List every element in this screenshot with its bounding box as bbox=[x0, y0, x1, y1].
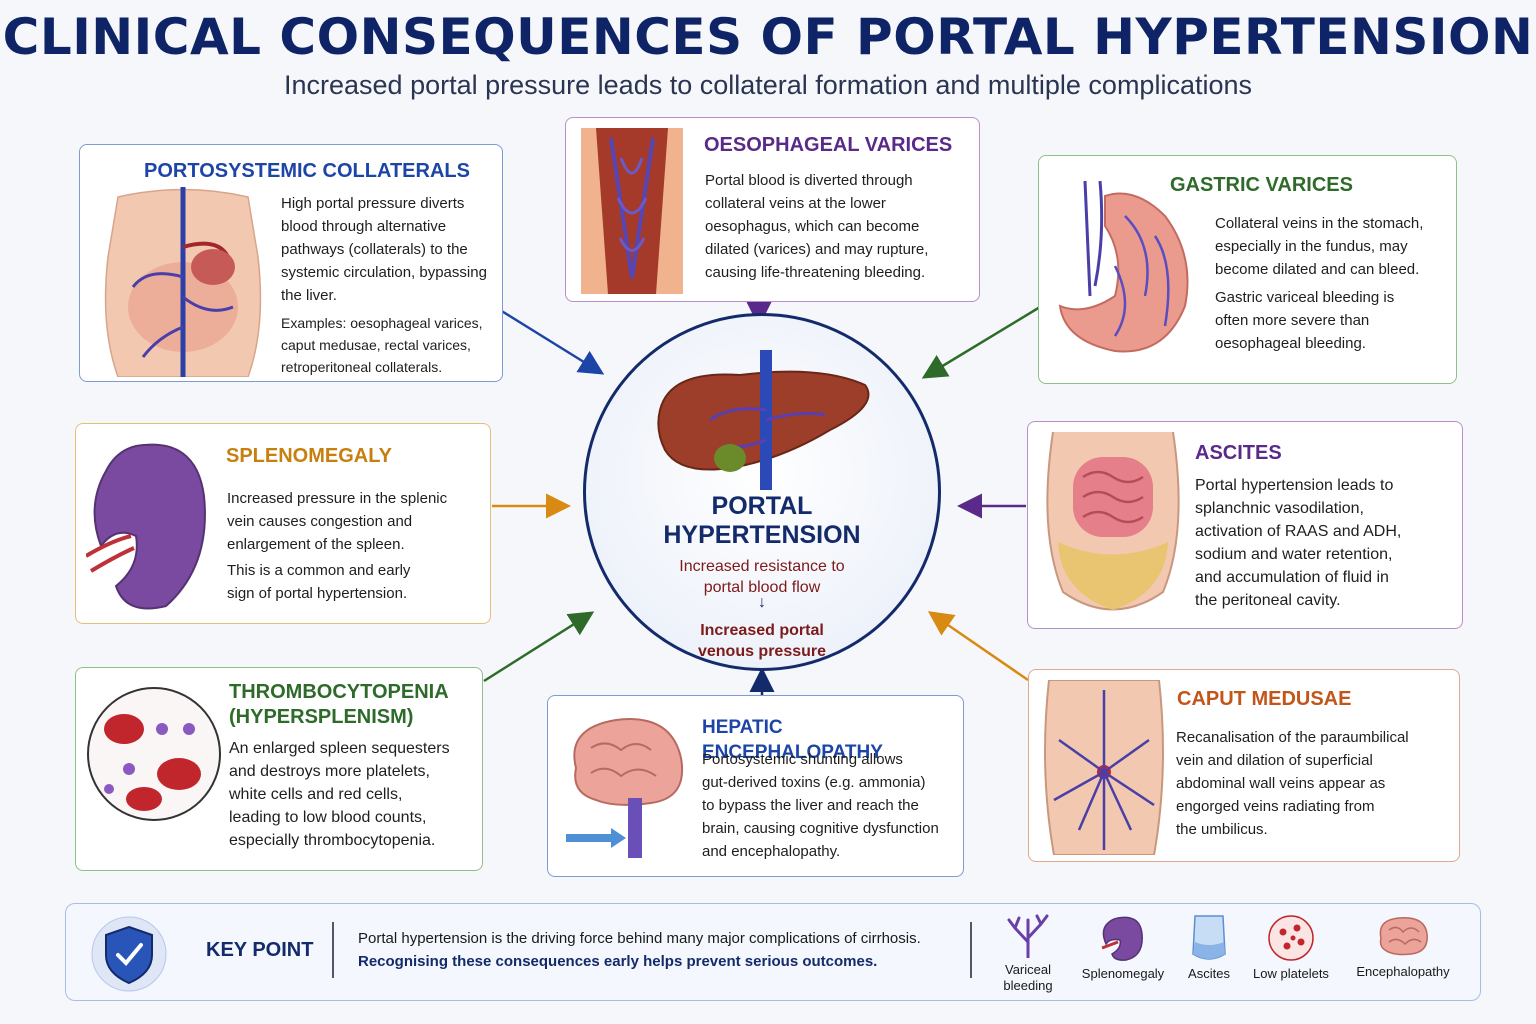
card-splenomegaly: SPLENOMEGALY Increased pressure in the s… bbox=[75, 423, 491, 624]
ascites-abdomen-illustration bbox=[1046, 432, 1180, 611]
card-body: Increased pressure in the splenic vein c… bbox=[227, 490, 448, 553]
card-heading: OESOPHAGEAL VARICES bbox=[704, 134, 953, 156]
card-body: An enlarged spleen sequesters and destro… bbox=[229, 740, 450, 849]
page-title: CLINICAL CONSEQUENCES OF PORTAL HYPERTEN… bbox=[2, 8, 1534, 66]
card-examples: Examples: oesophageal varices, caput med… bbox=[281, 315, 483, 375]
card-heading: ASCITES bbox=[1195, 442, 1282, 464]
arrow-thrombo bbox=[483, 611, 595, 683]
card-ascites: ASCITES Portal hypertension leads to spl… bbox=[1027, 421, 1463, 629]
divider bbox=[332, 922, 334, 978]
card-heading: HEPATIC ENCEPHALOPATHY bbox=[702, 717, 883, 763]
torso-collaterals-illustration bbox=[104, 187, 262, 377]
spleen-icon bbox=[1101, 916, 1143, 961]
key-icon-ascites: Ascites bbox=[1176, 914, 1242, 982]
card-oesophageal-varices: OESOPHAGEAL VARICES Portal blood is dive… bbox=[565, 117, 980, 302]
key-icon-encephalopathy: Encephalopathy bbox=[1344, 914, 1462, 980]
card-body: High portal pressure diverts blood throu… bbox=[281, 195, 487, 304]
card-heading: SPLENOMEGALY bbox=[226, 445, 392, 467]
key-icon-low-platelets: Low platelets bbox=[1246, 914, 1336, 982]
card-body: Collateral veins in the stomach, especia… bbox=[1215, 215, 1424, 278]
card-body: Portosystemic shunting allows gut-derive… bbox=[702, 751, 939, 860]
key-point-text: Portal hypertension is the driving force… bbox=[358, 930, 921, 947]
key-point-emphasis: Recognising these consequences early hel… bbox=[358, 953, 878, 970]
liver-illustration bbox=[657, 350, 870, 490]
card-hepatic-encephalopathy: HEPATIC ENCEPHALOPATHY Portosystemic shu… bbox=[547, 695, 964, 877]
card-caput-medusae: CAPUT MEDUSAE Recanalisation of the para… bbox=[1028, 669, 1460, 862]
platelets-icon bbox=[1268, 915, 1314, 961]
varices-icon bbox=[1007, 914, 1049, 958]
brain-illustration bbox=[566, 718, 684, 858]
umbilical-veins-illustration bbox=[1044, 680, 1164, 855]
card-body-secondary: This is a common and early sign of porta… bbox=[227, 562, 411, 602]
card-heading: CAPUT MEDUSAE bbox=[1177, 688, 1352, 710]
arrow-caput bbox=[927, 611, 1029, 682]
portal-hypertension-hub: PORTAL HYPERTENSION Increased resistance… bbox=[583, 313, 941, 671]
card-body-secondary: Gastric variceal bleeding is often more … bbox=[1215, 289, 1395, 352]
arrow-gastric bbox=[921, 305, 1041, 379]
card-heading: GASTRIC VARICES bbox=[1170, 174, 1353, 196]
card-gastric-varices: GASTRIC VARICES Collateral veins in the … bbox=[1038, 155, 1457, 384]
ascites-icon bbox=[1192, 915, 1226, 960]
page-subtitle: Increased portal pressure leads to colla… bbox=[284, 70, 1252, 100]
card-heading: THROMBOCYTOPENIA (HYPERSPLENISM) bbox=[229, 681, 449, 728]
stomach-varices-illustration bbox=[1058, 180, 1189, 353]
arrow-collaterals bbox=[499, 308, 605, 375]
key-icon-variceal-bleeding: Variceal bleeding bbox=[988, 914, 1068, 994]
key-point-label: KEY POINT bbox=[206, 939, 314, 961]
card-heading: PORTOSYSTEMIC COLLATERALS bbox=[144, 160, 470, 182]
oesophagus-varices-illustration bbox=[581, 128, 683, 294]
hub-title: PORTAL HYPERTENSION bbox=[663, 492, 861, 549]
hub-effect: Increased portal venous pressure bbox=[697, 622, 827, 660]
spleen-illustration bbox=[86, 443, 206, 610]
shield-check-icon bbox=[91, 916, 167, 992]
key-point-banner: KEY POINT Portal hypertension is the dri… bbox=[65, 903, 1481, 1001]
card-portosystemic-collaterals: PORTOSYSTEMIC COLLATERALS High portal pr… bbox=[79, 144, 503, 382]
card-body: Recanalisation of the paraumbilical vein… bbox=[1176, 729, 1409, 838]
brain-icon bbox=[1379, 917, 1428, 956]
card-body: Portal blood is diverted through collate… bbox=[705, 172, 929, 281]
card-thrombocytopenia: THROMBOCYTOPENIA (HYPERSPLENISM) An enla… bbox=[75, 667, 483, 871]
key-icon-splenomegaly: Splenomegaly bbox=[1076, 914, 1170, 982]
divider bbox=[970, 922, 972, 978]
hub-cause: Increased resistance to portal blood flo… bbox=[679, 558, 845, 596]
blood-cells-illustration bbox=[87, 687, 221, 821]
card-body: Portal hypertension leads to splanchnic … bbox=[1195, 477, 1402, 609]
hub-down-arrow-icon: ↓ bbox=[758, 594, 766, 611]
